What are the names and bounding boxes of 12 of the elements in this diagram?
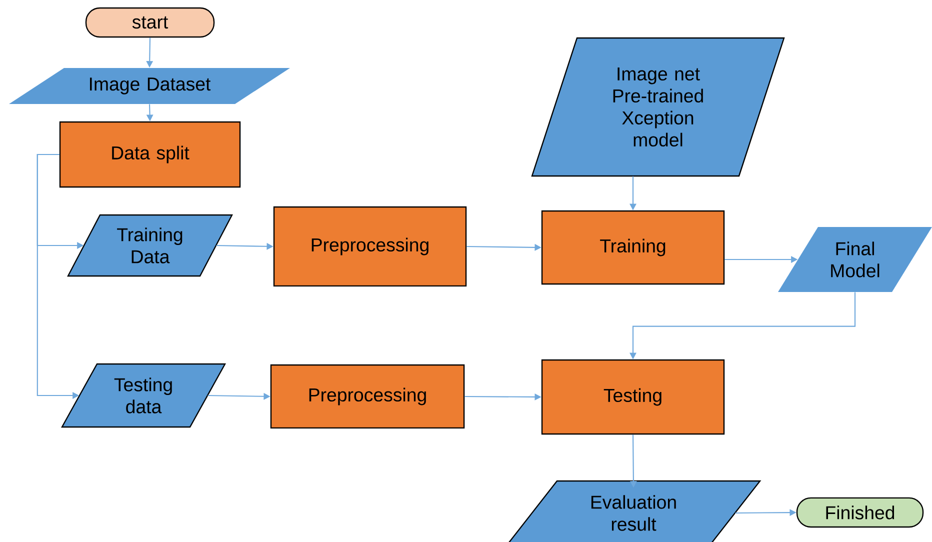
data-parallelogram: Testing data xyxy=(61,363,226,428)
data-parallelogram: Final Model xyxy=(778,227,932,292)
process-box: Preprocessing xyxy=(273,206,467,287)
process-box: Preprocessing xyxy=(270,364,465,429)
process-box: Data split xyxy=(59,121,241,188)
start-terminal: start xyxy=(85,7,215,38)
process-box: Training xyxy=(541,210,725,285)
data-parallelogram: Training Data xyxy=(67,214,233,277)
end-terminal: Finished xyxy=(796,497,924,528)
process-box: Testing xyxy=(541,359,725,435)
data-parallelogram: Image net Pre-trained Xception model xyxy=(531,37,785,177)
data-parallelogram: Image Dataset xyxy=(9,68,290,104)
